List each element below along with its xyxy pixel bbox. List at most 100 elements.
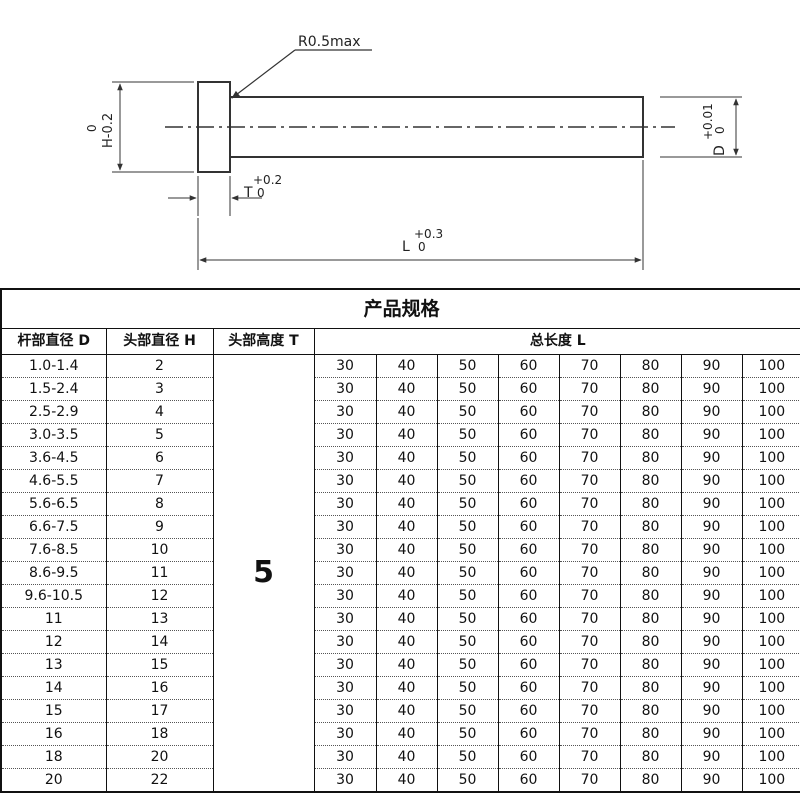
cell-shank-diameter: 12 [0,630,107,654]
cell-length-option: 80 [619,561,682,585]
cell-length-option: 60 [497,653,560,677]
cell-length-option: 70 [558,515,621,539]
cell-length-option: 90 [680,354,743,378]
cell-length-option: 100 [741,446,800,470]
cell-shank-diameter: 1.5-2.4 [0,377,107,401]
cell-length-option: 40 [375,607,438,631]
cell-length-option: 90 [680,630,743,654]
radius-leader [231,49,296,99]
cell-length-option: 40 [375,584,438,608]
cell-head-diameter: 20 [105,745,214,769]
header-head-height: 头部高度 T [212,328,315,355]
cell-length-option: 80 [619,630,682,654]
cell-head-diameter: 11 [105,561,214,585]
cell-head-diameter: 14 [105,630,214,654]
cell-length-option: 40 [375,630,438,654]
cell-length-option: 90 [680,538,743,562]
cell-length-option: 60 [497,676,560,700]
t-tol-lower: 0 [257,186,265,200]
cell-length-option: 30 [313,515,377,539]
cell-length-option: 90 [680,745,743,769]
cell-length-option: 100 [741,722,800,746]
cell-length-option: 70 [558,446,621,470]
cell-head-diameter: 13 [105,607,214,631]
cell-length-option: 60 [497,469,560,493]
cell-length-option: 70 [558,653,621,677]
cell-shank-diameter: 7.6-8.5 [0,538,107,562]
cell-head-diameter: 5 [105,423,214,447]
cell-length-option: 60 [497,377,560,401]
cell-shank-diameter: 2.5-2.9 [0,400,107,424]
cell-length-option: 90 [680,768,743,793]
cell-shank-diameter: 16 [0,722,107,746]
cell-length-option: 90 [680,607,743,631]
cell-length-option: 80 [619,400,682,424]
l-tol-lower: 0 [418,240,426,254]
cell-length-option: 80 [619,377,682,401]
cell-length-option: 90 [680,653,743,677]
cell-shank-diameter: 5.6-6.5 [0,492,107,516]
cell-length-option: 70 [558,538,621,562]
cell-shank-diameter: 4.6-5.5 [0,469,107,493]
header-head-diameter: 头部直径 H [105,328,214,355]
cell-length-option: 80 [619,469,682,493]
cell-length-option: 30 [313,768,377,793]
cell-length-option: 60 [497,423,560,447]
cell-length-option: 50 [436,676,499,700]
cell-length-option: 100 [741,423,800,447]
radius-note: R0.5max [298,34,361,50]
cell-length-option: 40 [375,377,438,401]
cell-length-option: 90 [680,676,743,700]
cell-length-option: 50 [436,584,499,608]
cell-length-option: 40 [375,469,438,493]
cell-length-option: 40 [375,538,438,562]
cell-length-option: 90 [680,400,743,424]
table-title-row: 产品规格 [0,288,800,329]
cell-length-option: 70 [558,607,621,631]
h-tol-upper: 0 [85,124,99,132]
cell-length-option: 60 [497,400,560,424]
table-header-row: 杆部直径 D 头部直径 H 头部高度 T 总长度 L [0,328,800,355]
cell-length-option: 50 [436,561,499,585]
cell-length-option: 30 [313,377,377,401]
cell-length-option: 70 [558,722,621,746]
cell-head-diameter: 7 [105,469,214,493]
cell-length-option: 100 [741,768,800,793]
cell-length-option: 30 [313,446,377,470]
cell-length-option: 70 [558,584,621,608]
cell-length-option: 50 [436,400,499,424]
cell-length-option: 70 [558,400,621,424]
cell-length-option: 80 [619,492,682,516]
cell-length-option: 80 [619,699,682,723]
header-shank-diameter: 杆部直径 D [0,328,107,355]
cell-length-option: 60 [497,607,560,631]
cell-length-option: 70 [558,354,621,378]
cell-head-diameter: 3 [105,377,214,401]
cell-length-option: 80 [619,423,682,447]
cell-length-option: 100 [741,630,800,654]
cell-length-option: 80 [619,446,682,470]
cell-head-diameter: 9 [105,515,214,539]
cell-length-option: 60 [497,699,560,723]
cell-length-option: 30 [313,607,377,631]
cell-length-option: 80 [619,722,682,746]
cell-length-option: 70 [558,768,621,793]
cell-length-option: 60 [497,561,560,585]
cell-length-option: 60 [497,492,560,516]
cell-length-option: 40 [375,446,438,470]
cell-length-option: 30 [313,699,377,723]
cell-length-option: 60 [497,722,560,746]
cell-length-option: 50 [436,354,499,378]
cell-length-option: 30 [313,745,377,769]
cell-shank-diameter: 14 [0,676,107,700]
cell-length-option: 40 [375,561,438,585]
cell-length-option: 70 [558,561,621,585]
cell-length-option: 100 [741,584,800,608]
